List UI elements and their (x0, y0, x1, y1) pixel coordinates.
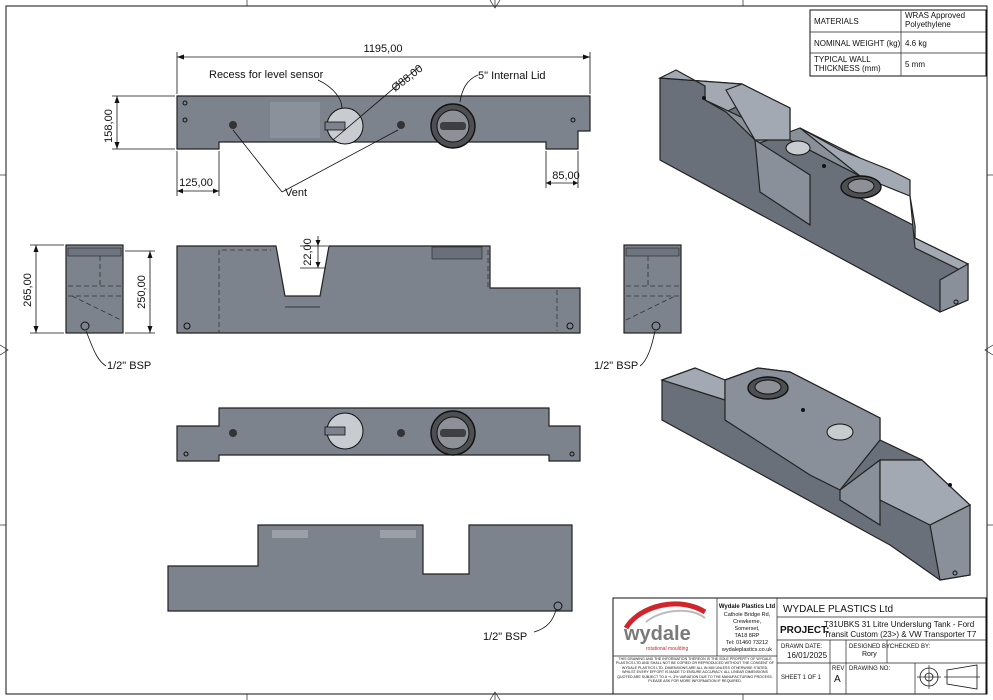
materials-label: MATERIALS (814, 17, 859, 26)
label-internal-lid: 5" Internal Lid (478, 70, 546, 82)
logo-text: wydale (623, 623, 691, 645)
weight-label: NOMINAL WEIGHT (kg) (814, 39, 901, 48)
end-view-left: 265,00 250,00 1/2" BSP (22, 244, 155, 372)
logo-tagline: rotational moulding (646, 646, 688, 652)
address-line2: Crewkerne, (733, 619, 762, 625)
label-bsp-bottom: 1/2" BSP (483, 631, 527, 643)
rev-value: A (834, 674, 841, 685)
address-line3: Somerset, (734, 626, 760, 632)
designed-by: Rory (862, 651, 877, 658)
dim-left-offset: 125,00 (179, 177, 213, 189)
project-line2: Transit Custom (23>) & VW Transporter T7 (824, 630, 977, 639)
dim-height-top: 158,00 (103, 109, 115, 143)
dimensions-top-view: 1195,00 158,00 125,00 85,00 Ø88,00 Reces… (103, 43, 591, 199)
weight-value: 4.6 kg (905, 39, 927, 48)
address-line4: TA18 8RP (735, 633, 760, 639)
dim-right-offset: 85,00 (552, 170, 580, 182)
isometric-view-bottom (660, 367, 972, 581)
drawn-date: 16/01/2025 (787, 651, 828, 660)
drawing-no-label: DRAWING NO: (849, 666, 890, 672)
title-block: wydale rotational moulding Wydale Plasti… (612, 597, 987, 695)
title-header: WYDALE PLASTICS Ltd (783, 604, 893, 615)
label-vent: Vent (285, 187, 307, 199)
address-line6: wydaleplastics.co.uk (721, 647, 772, 653)
checked-by-label: CHECKED BY: (890, 644, 931, 650)
materials-value-line2: Polyethylene (905, 20, 951, 29)
drawn-date-label: DRAWN DATE: (781, 644, 823, 650)
label-bsp-right: 1/2" BSP (594, 360, 638, 372)
projection-symbol-icon (917, 664, 980, 690)
dim-length: 1195,00 (364, 43, 403, 55)
wall-thickness-value: 5 mm (905, 60, 925, 69)
side-view: 22,00 (176, 236, 581, 334)
rev-label: REV (832, 666, 844, 672)
disclaimer: THIS DRAWING AND THE INFORMATION THEREON… (616, 657, 774, 684)
company-name: Wydale Plastics Ltd (719, 604, 776, 610)
rear-side-view: 1/2" BSP (167, 524, 573, 643)
dim-recess-depth: 22,00 (302, 238, 314, 266)
designed-by-label: DESIGNED BY: (849, 644, 892, 650)
materials-value-line1: WRAS Approved (905, 11, 965, 20)
end-view-right: 1/2" BSP (594, 244, 682, 372)
sheet-number: SHEET 1 OF 1 (781, 675, 822, 681)
top-view (176, 95, 591, 150)
wydale-logo: wydale rotational moulding (623, 601, 707, 652)
dim-overall-height: 265,00 (22, 273, 34, 307)
bottom-view (176, 407, 581, 462)
label-recess: Recess for level sensor (209, 69, 324, 81)
label-bsp-left: 1/2" BSP (107, 360, 151, 372)
project-line1: T31UBKS 31 Litre Underslung Tank - Ford (824, 620, 974, 629)
address-line1: Cathole Bridge Rd, (724, 612, 771, 618)
project-label: PROJECT: (780, 625, 829, 636)
dim-body-height: 250,00 (136, 275, 148, 309)
dim-diameter: Ø88,00 (389, 63, 425, 95)
address-line5: Tel: 01460 73212 (726, 640, 768, 646)
isometric-view-top (657, 69, 970, 313)
disclaimer-text: THIS DRAWING AND THE INFORMATION THEREON… (616, 657, 774, 684)
